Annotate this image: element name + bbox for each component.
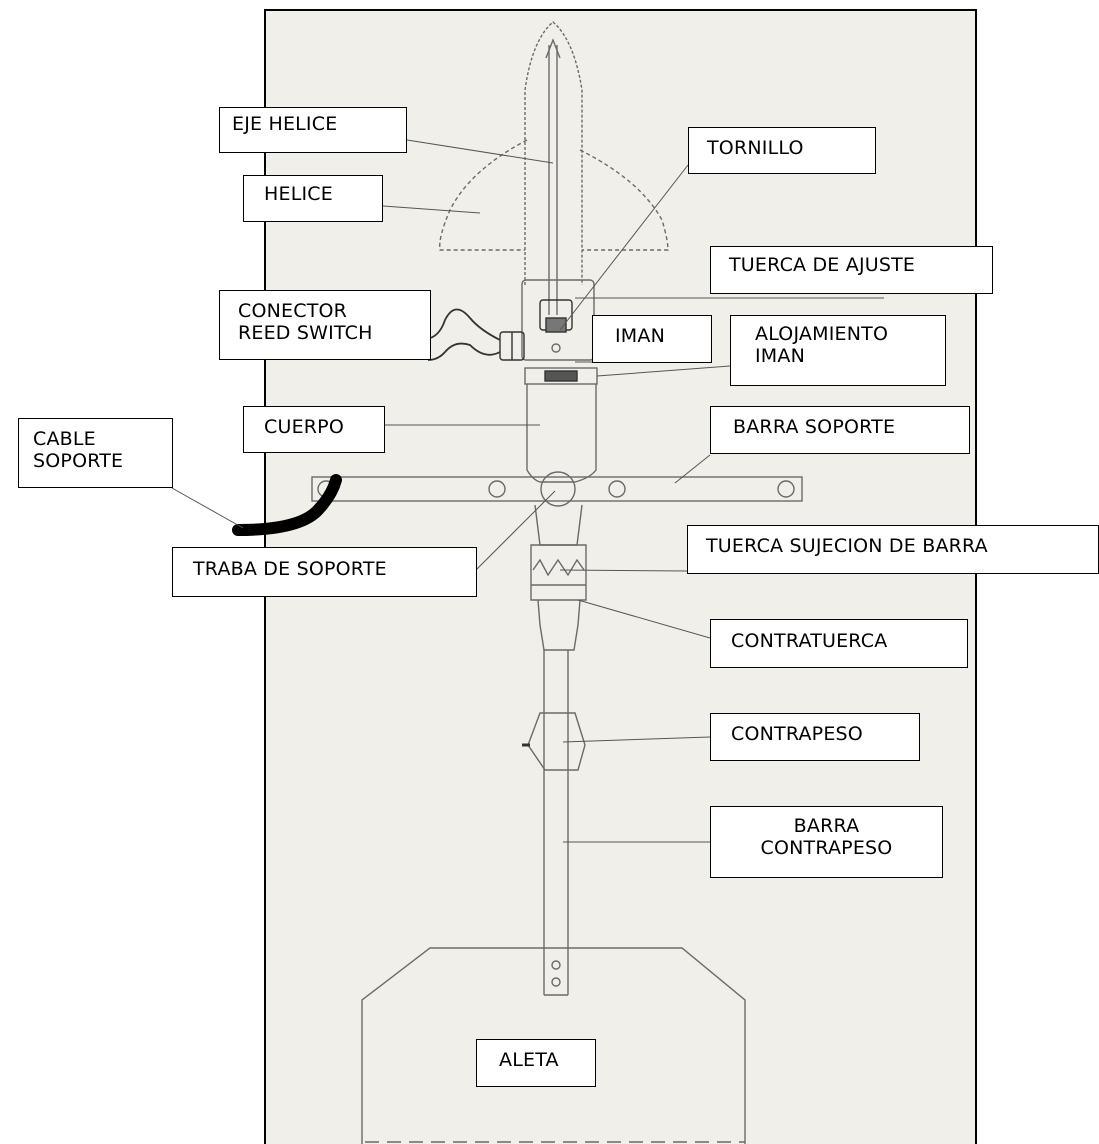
label-cable-line-1: CABLE <box>33 428 96 450</box>
label-helice-text: HELICE <box>264 183 333 205</box>
support-lock <box>540 471 576 507</box>
leader-cable-soporte <box>171 487 244 529</box>
shaft-tip <box>545 38 561 59</box>
label-iman: IMAN <box>592 315 712 363</box>
support-hole-3 <box>608 480 626 498</box>
label-cuerpo-text: CUERPO <box>264 416 344 438</box>
label-contratuerca-text: CONTRATUERCA <box>731 630 888 652</box>
label-tornillo: TORNILLO <box>688 127 876 174</box>
connector-wire-1 <box>429 308 501 341</box>
locknut <box>537 599 581 651</box>
propeller-blade-right <box>579 149 669 251</box>
label-tuerca-sujecion: TUERCA SUJECION DE BARRA <box>687 525 1099 574</box>
adjust-nut-core <box>545 317 567 333</box>
label-barra-soporte: BARRA SOPORTE <box>710 406 970 454</box>
label-barra-contrapeso: BARRA CONTRAPESO <box>710 806 943 878</box>
support-bar <box>311 476 803 502</box>
set-screw <box>551 343 561 353</box>
label-contrapeso: CONTRAPESO <box>710 713 920 761</box>
label-traba-soporte: TRABA DE SOPORTE <box>172 547 477 597</box>
rod-screw-2 <box>551 977 561 987</box>
label-tuerca-ajuste-text: TUERCA DE AJUSTE <box>729 254 916 276</box>
nose-cone <box>524 21 583 285</box>
leader-eje-helice <box>406 139 554 164</box>
label-barra-contrapeso-line-2: CONTRAPESO <box>760 836 893 859</box>
label-cuerpo: CUERPO <box>243 406 385 453</box>
label-traba-soporte-text: TRABA DE SOPORTE <box>193 558 387 580</box>
leader-lines <box>171 139 884 843</box>
clamp-nut <box>530 544 587 601</box>
label-contrapeso-text: CONTRAPESO <box>731 723 863 745</box>
label-alojamiento-line-2: IMAN <box>755 344 806 367</box>
label-eje-helice: EJE HELICE <box>219 107 407 153</box>
leader-tornillo <box>559 164 689 331</box>
support-hole-2 <box>488 480 506 498</box>
label-contratuerca: CONTRATUERCA <box>710 619 968 668</box>
label-tornillo-text: TORNILLO <box>707 137 804 159</box>
support-hole-4 <box>777 480 795 498</box>
leader-tuerca-sujecion <box>559 569 688 572</box>
label-eje-helice-text: EJE HELICE <box>232 113 338 135</box>
label-conector-line-2: REED SWITCH <box>238 321 373 344</box>
label-helice: HELICE <box>243 175 383 222</box>
label-tuerca-sujecion-text: TUERCA SUJECION DE BARRA <box>706 535 988 557</box>
label-alojamiento-iman: ALOJAMIENTO IMAN <box>730 315 946 386</box>
label-iman-text: IMAN <box>615 325 666 347</box>
support-cable <box>232 474 342 536</box>
label-barra-contrapeso-line-1: BARRA <box>793 815 860 837</box>
label-aleta: ALETA <box>476 1039 596 1087</box>
leader-alojamiento <box>596 365 731 377</box>
label-cable-soporte: CABLE SOPORTE <box>18 418 173 488</box>
leader-helice <box>382 205 481 214</box>
leader-contrapeso <box>562 736 711 743</box>
label-tuerca-ajuste: TUERCA DE AJUSTE <box>710 246 993 294</box>
rod-screw-1 <box>551 960 561 970</box>
label-alojamiento-line-1: ALOJAMIENTO <box>755 323 889 345</box>
label-conector-line-1: CONECTOR <box>238 300 348 322</box>
label-barra-soporte-text: BARRA SOPORTE <box>733 416 896 438</box>
label-conector-reed-switch: CONECTOR REED SWITCH <box>219 290 431 360</box>
leader-contratuerca <box>577 599 711 639</box>
label-aleta-text: ALETA <box>499 1049 559 1071</box>
connector-wire-2 <box>427 342 501 361</box>
leader-traba-soporte <box>475 490 556 571</box>
label-cable-line-2: SOPORTE <box>33 449 124 472</box>
body <box>526 384 597 483</box>
clamp-nut-teeth <box>532 558 585 577</box>
fin <box>361 947 746 1144</box>
magnet <box>544 370 578 382</box>
leader-barra-soporte <box>674 454 711 484</box>
propeller-blade-left <box>439 139 528 251</box>
